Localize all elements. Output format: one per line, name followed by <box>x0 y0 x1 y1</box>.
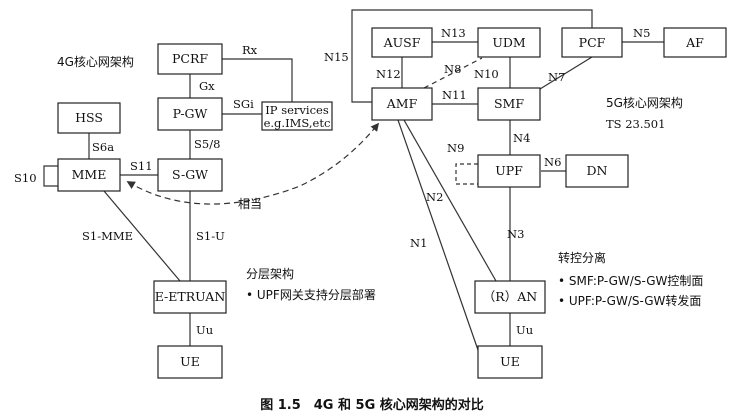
cp-up-separation-title: 转控分离 <box>558 250 606 265</box>
node-enb-label: E-ETRUAN <box>155 289 226 304</box>
node-smf: SMF <box>477 87 541 121</box>
node-dn-label: DN <box>587 163 608 178</box>
figure-caption: 图 1.5 4G 和 5G 核心网架构的对比 <box>260 397 484 413</box>
link-amf-ue <box>397 119 479 351</box>
cp-up-bullet-upf: • UPF:P-GW/S-GW转发面 <box>558 293 701 308</box>
label-n8: N8 <box>444 62 461 76</box>
node-pgw-label: P-GW <box>173 106 208 121</box>
label-s10: S10 <box>14 171 37 185</box>
label-n4: N4 <box>513 131 530 145</box>
node-ue-5g-label: UE <box>500 354 520 369</box>
label-rx: Rx <box>242 43 258 57</box>
node-ip-services-line1: IP services <box>265 103 329 117</box>
node-mme-label: MME <box>72 167 107 182</box>
node-af: AF <box>663 27 727 58</box>
label-s1-u: S1-U <box>196 229 225 243</box>
label-n15: N15 <box>324 50 349 64</box>
node-ausf-label: AUSF <box>383 35 421 50</box>
node-pgw: P-GW <box>157 97 223 131</box>
label-n2: N2 <box>426 190 443 204</box>
node-smf-label: SMF <box>494 96 524 111</box>
node-pcrf-label: PCRF <box>172 51 208 66</box>
label-n6: N6 <box>544 155 561 169</box>
label-gx: Gx <box>199 79 215 93</box>
links-5g <box>351 9 664 351</box>
node-mme: MME <box>57 158 121 192</box>
label-s5-8: S5/8 <box>194 137 220 151</box>
node-upf-label: UPF <box>495 163 523 178</box>
node-pcf: PCF <box>561 27 623 58</box>
equivalent-label: 相当 <box>238 197 262 211</box>
layered-architecture-title: 分层架构 <box>246 266 294 281</box>
link-s10-loop <box>43 165 58 187</box>
node-ip-services: IP services e.g.IMS,etc <box>261 101 333 131</box>
node-enb: E-ETRUAN <box>153 280 227 314</box>
ts-reference: TS 23.501 <box>606 117 665 131</box>
link-pcrf-ipservices <box>222 58 293 102</box>
label-uu-4g: Uu <box>196 323 213 337</box>
node-upf: UPF <box>477 154 541 188</box>
node-udm-label: UDM <box>492 35 526 50</box>
node-pcrf: PCRF <box>157 43 223 75</box>
label-n10: N10 <box>474 67 499 81</box>
node-hss-label: HSS <box>75 110 103 125</box>
link-n15 <box>351 9 593 103</box>
label-uu-5g: Uu <box>516 323 533 337</box>
label-n1: N1 <box>410 236 427 250</box>
link-n8-dashed <box>423 57 483 89</box>
link-mme-enb <box>103 190 181 282</box>
node-ue-5g: UE <box>477 345 543 379</box>
node-hss: HSS <box>57 102 121 134</box>
annotations: 4G核心网架构 5G核心网架构 TS 23.501 相当 分层架构 • UPF网… <box>57 54 703 308</box>
node-udm: UDM <box>477 27 541 58</box>
label-sgi: SGi <box>233 97 254 111</box>
interface-labels: Rx Gx SGi S5/8 S6a S11 S10 S1-MME S1-U U… <box>14 26 650 337</box>
node-ausf: AUSF <box>371 27 433 58</box>
equivalence-arrow <box>126 122 380 205</box>
title-5g-architecture: 5G核心网架构 <box>606 95 683 110</box>
node-af-label: AF <box>685 35 704 50</box>
link-pcf-smf <box>539 56 593 90</box>
label-n9: N9 <box>447 141 464 155</box>
node-sgw: S-GW <box>157 158 223 192</box>
label-s6a: S6a <box>92 140 114 154</box>
node-pcf-label: PCF <box>579 35 606 50</box>
node-ran-label: （R）AN <box>483 289 537 304</box>
node-amf-label: AMF <box>386 96 418 111</box>
label-n11: N11 <box>442 88 467 102</box>
label-s11: S11 <box>130 159 153 173</box>
layered-architecture-bullet: • UPF网关支持分层部署 <box>246 287 376 302</box>
label-s1-mme: S1-MME <box>82 229 133 243</box>
node-ip-services-line2: e.g.IMS,etc <box>264 116 331 130</box>
node-amf: AMF <box>371 87 433 121</box>
node-ue-4g-label: UE <box>180 354 200 369</box>
node-ran: （R）AN <box>474 280 546 314</box>
label-n12: N12 <box>376 67 401 81</box>
cp-up-bullet-smf: • SMF:P-GW/S-GW控制面 <box>558 274 703 288</box>
link-n9-loop <box>455 163 478 185</box>
label-n13: N13 <box>441 26 466 40</box>
node-sgw-label: S-GW <box>172 167 208 182</box>
node-ue-4g: UE <box>157 345 223 379</box>
label-n5: N5 <box>633 26 650 40</box>
link-amf-ran <box>403 119 497 282</box>
node-dn: DN <box>565 154 629 188</box>
label-n3: N3 <box>507 227 524 241</box>
label-n7: N7 <box>548 70 565 84</box>
title-4g-architecture: 4G核心网架构 <box>57 54 134 69</box>
